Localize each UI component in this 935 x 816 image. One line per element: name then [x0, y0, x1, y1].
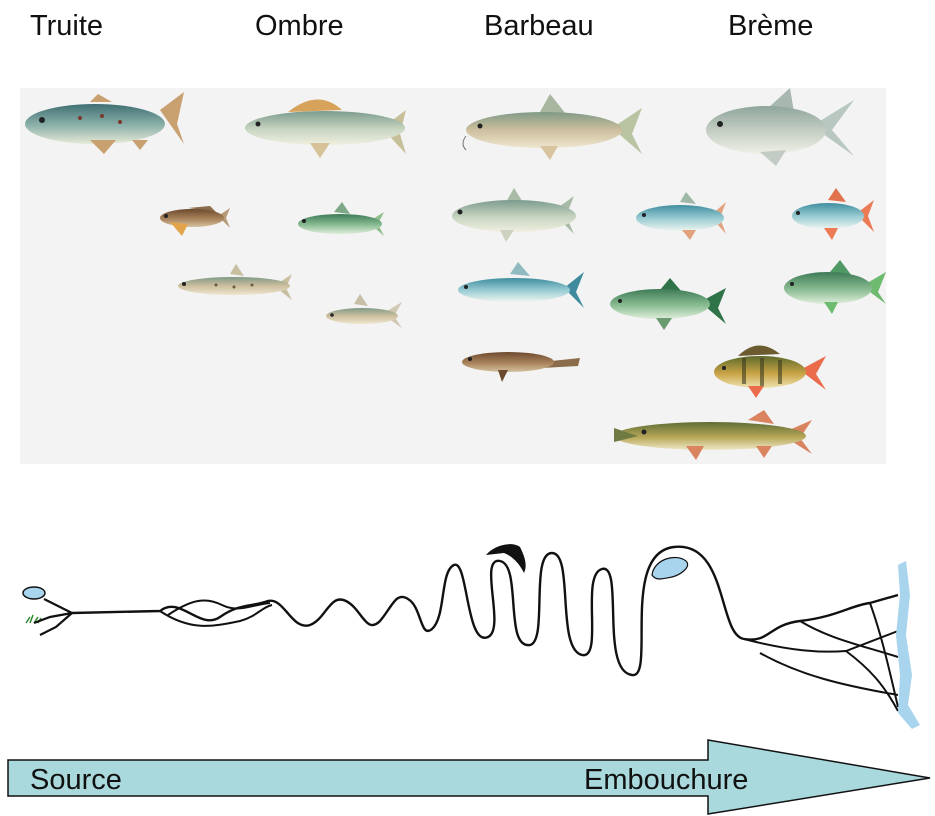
fish-gudgeon	[326, 294, 402, 328]
river-main-channel	[72, 547, 898, 675]
fish-roach	[636, 192, 726, 240]
river-course-diagram	[0, 535, 935, 735]
fish-pike	[614, 410, 812, 460]
fish-burbot	[462, 352, 580, 382]
arrow-label-source: Source	[30, 764, 122, 797]
arrow-label-embouchure: Embouchure	[584, 764, 748, 797]
zone-label-breme: Brème	[728, 10, 813, 43]
fish-minnow	[298, 202, 384, 236]
headwater-branches	[34, 599, 72, 635]
fish-stone-loach	[178, 264, 292, 300]
fish-rudd	[792, 188, 874, 240]
meander-lake	[652, 557, 688, 579]
fish-tench	[610, 278, 726, 330]
fish-illustrations	[20, 88, 886, 464]
zone-label-barbeau: Barbeau	[484, 10, 594, 43]
zone-label-truite: Truite	[30, 10, 103, 43]
fish-grayling	[245, 99, 406, 158]
fish-vimba	[458, 262, 584, 308]
fish-barbel	[463, 94, 642, 160]
source-pond	[23, 587, 45, 599]
fish-perch	[714, 345, 826, 398]
river-braid-lower	[168, 600, 270, 615]
fish-carp	[784, 260, 886, 314]
fish-chub	[452, 188, 576, 242]
fish-trout	[25, 92, 184, 154]
zone-label-ombre: Ombre	[255, 10, 344, 43]
fish-species-panel	[20, 88, 886, 464]
source-to-mouth-arrow	[0, 738, 935, 816]
fish-bullhead	[160, 206, 230, 236]
fish-bream	[706, 88, 854, 166]
sea-coastline	[896, 561, 920, 729]
delta-branches	[744, 603, 898, 711]
